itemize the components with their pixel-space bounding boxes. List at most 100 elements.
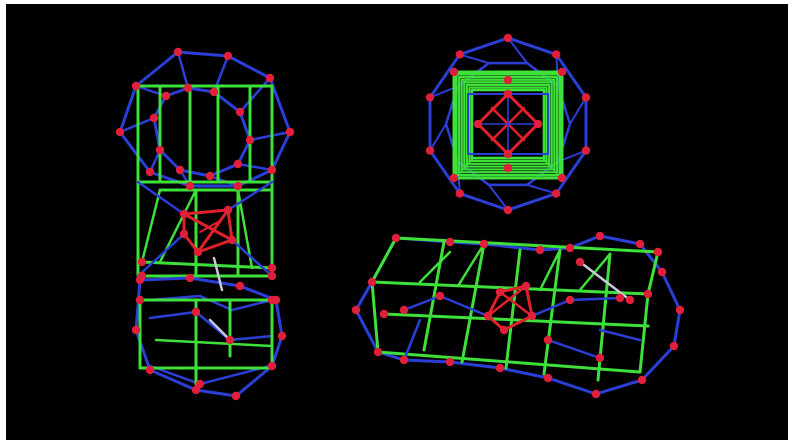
atom-vertex (368, 278, 376, 286)
atom-vertex (522, 282, 530, 290)
core-bond (504, 316, 532, 330)
molecular-wireframe-scene (6, 4, 788, 440)
atom-vertex (228, 236, 236, 244)
atom-vertex (616, 294, 624, 302)
atom-vertex (654, 248, 662, 256)
outer-bond (276, 300, 282, 336)
atom-vertex (596, 232, 604, 240)
atom-vertex (480, 240, 488, 248)
atom-vertex (380, 310, 388, 318)
vertical-stack-model (116, 48, 294, 400)
atom-vertex (268, 272, 276, 280)
outer-bond (527, 185, 556, 194)
outer-bond (150, 312, 196, 318)
atom-vertex (504, 90, 512, 98)
outer-bond (136, 52, 178, 86)
atom-vertex (534, 120, 542, 128)
outer-bond (674, 310, 680, 346)
atom-vertex (558, 174, 566, 182)
outer-bond (440, 296, 488, 316)
inner-bond (640, 294, 648, 372)
atom-vertex (500, 326, 508, 334)
atom-vertex (192, 308, 200, 316)
atom-vertex (592, 390, 600, 398)
atom-vertex (236, 108, 244, 116)
atom-vertex (146, 168, 154, 176)
outer-bond (356, 282, 372, 310)
atom-vertex (210, 88, 218, 96)
atom-vertex (450, 68, 458, 76)
render-viewport (6, 4, 788, 440)
outer-bond (600, 236, 640, 244)
atom-vertex (226, 336, 234, 344)
atom-vertex (236, 282, 244, 290)
outer-bond (196, 390, 236, 396)
atom-vertex (544, 374, 552, 382)
atom-vertex (162, 92, 170, 100)
atom-vertex (180, 210, 188, 218)
atom-vertex (496, 288, 504, 296)
atom-vertex (234, 160, 242, 168)
outer-bond (228, 56, 270, 78)
atom-vertex (446, 238, 454, 246)
outer-bond (508, 194, 556, 210)
atom-vertex (576, 258, 584, 266)
atom-vertex (278, 332, 286, 340)
atom-vertex (224, 206, 232, 214)
atom-vertex (374, 348, 382, 356)
atom-vertex (566, 296, 574, 304)
atom-vertex (426, 146, 434, 154)
outer-bond (136, 330, 150, 370)
atom-vertex (496, 364, 504, 372)
outer-bond (450, 362, 500, 368)
inner-bond (142, 190, 160, 262)
outer-bond (200, 296, 232, 310)
atom-vertex (450, 174, 458, 182)
outer-bond (662, 272, 680, 310)
atom-vertex (544, 336, 552, 344)
core-bond (184, 210, 228, 214)
atom-vertex (456, 189, 464, 197)
atom-vertex (286, 128, 294, 136)
atom-vertex (474, 120, 482, 128)
atom-vertex (268, 264, 276, 272)
outer-bond (240, 78, 270, 112)
highlight-bond (210, 320, 228, 338)
horizontal-stack-model (352, 232, 684, 398)
atom-vertex (150, 114, 158, 122)
atom-vertex (232, 392, 240, 400)
atom-vertex (196, 380, 204, 388)
inner-bond (506, 250, 520, 368)
atom-vertex (504, 76, 512, 84)
atom-vertex (224, 52, 232, 60)
atom-vertex (504, 206, 512, 214)
atom-vertex (180, 230, 188, 238)
atom-vertex (246, 136, 254, 144)
atom-vertex (484, 312, 492, 320)
atom-vertex (582, 93, 590, 101)
outer-bond (500, 368, 548, 378)
outer-bond (272, 132, 290, 170)
atom-vertex (184, 84, 192, 92)
core-bond (228, 210, 232, 240)
atom-vertex (558, 68, 566, 76)
inner-bond (420, 252, 450, 282)
outer-bond (250, 132, 290, 140)
outer-bond (138, 182, 184, 214)
atom-vertex (132, 326, 140, 334)
outer-bond (430, 124, 446, 151)
atom-vertex (504, 164, 512, 172)
atom-vertex (552, 50, 560, 58)
outer-bond (642, 346, 674, 380)
atom-vertex (176, 166, 184, 174)
atom-vertex (234, 182, 242, 190)
outer-bond (210, 164, 238, 176)
highlight-bond (214, 258, 222, 290)
atom-vertex (138, 272, 146, 280)
outer-bond (178, 52, 188, 88)
outer-bond (120, 132, 150, 172)
outer-bond (178, 52, 228, 56)
atom-vertex (146, 366, 154, 374)
outer-bond (570, 298, 620, 300)
atom-vertex (174, 48, 182, 56)
